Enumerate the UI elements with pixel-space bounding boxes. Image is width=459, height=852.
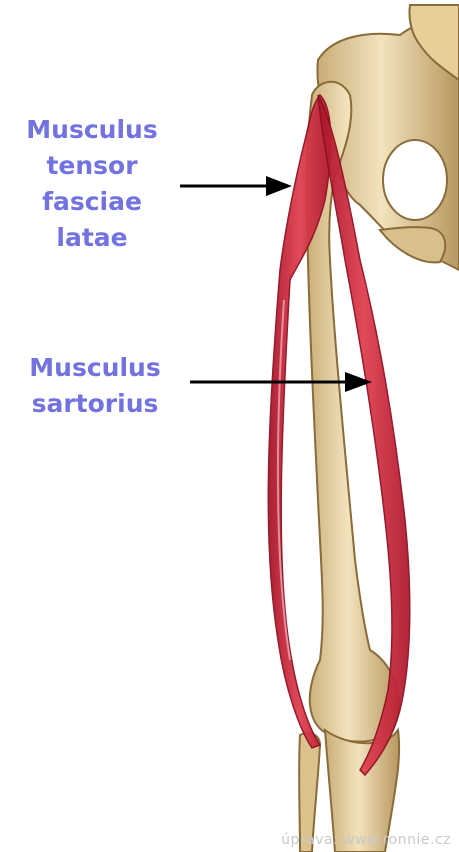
label-line: sartorius bbox=[10, 386, 180, 422]
arrow-tensor bbox=[180, 176, 292, 196]
label-line: Musculus bbox=[8, 112, 176, 148]
label-sartorius: Musculus sartorius bbox=[10, 350, 180, 422]
label-tensor-fasciae-latae: Musculus tensor fasciae latae bbox=[8, 112, 176, 256]
label-line: fasciae bbox=[8, 184, 176, 220]
label-line: Musculus bbox=[10, 350, 180, 386]
label-line: tensor bbox=[8, 148, 176, 184]
watermark: úprava: www.ronnie.cz bbox=[281, 832, 451, 848]
label-line: latae bbox=[8, 220, 176, 256]
